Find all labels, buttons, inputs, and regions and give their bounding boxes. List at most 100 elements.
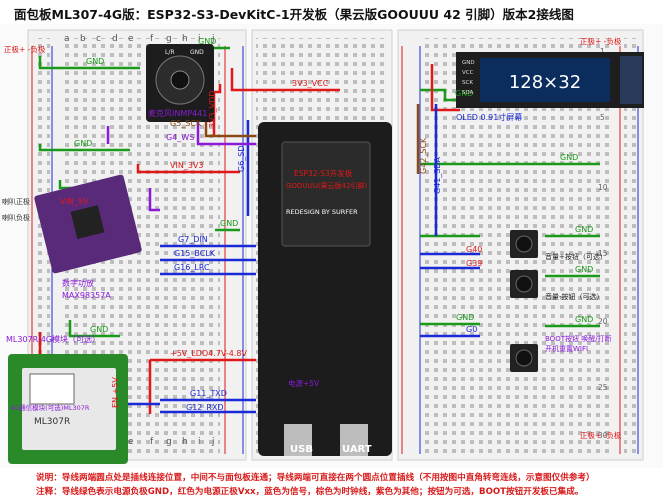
col-letter: j — [211, 34, 215, 44]
rail-label-left: 正极+ -负极 — [4, 44, 46, 54]
col-letter: d — [112, 34, 118, 44]
row-number: 30 — [598, 431, 608, 440]
col-letter: h — [182, 437, 188, 447]
row-numbers: 1 5 10 15 20 25 30 — [598, 47, 608, 440]
signal-wires — [100, 104, 480, 414]
power-label: G40 — [466, 245, 482, 254]
oled-caption: OLED 0.91寸屏幕 — [456, 112, 522, 122]
row-number: 10 — [598, 183, 608, 192]
note-line-1: 说明：导线两端圆点处是插线连接位置，中间不与面包板连通；导线两端可直接在两个圆点… — [36, 473, 595, 483]
esp32-label-1: ESP32-S3开发板 — [294, 168, 353, 178]
col-letter: g — [166, 437, 172, 447]
col-letter: a — [64, 34, 70, 44]
oled-pin-labels: GND VCC SCK SDA — [462, 60, 475, 96]
microphone-module — [146, 44, 214, 122]
rail-label-right-bottom: 正极+ -负极 — [580, 430, 622, 440]
button-caption-boot: BOOT按钮 唤醒/打断 开机重置WIFI — [545, 335, 612, 353]
button-volume-down[interactable] — [510, 270, 538, 298]
mic-caption: 麦克风INMP441 — [148, 108, 207, 118]
oled-pin-label: SCK — [462, 80, 473, 86]
power-label: 3V3_VCC — [292, 79, 329, 88]
clock-label: G42_SCK — [419, 137, 428, 174]
gnd-label: GND — [455, 89, 473, 98]
power-label: VIN_3V3 — [170, 161, 203, 170]
oled-display-text: 128×32 — [509, 72, 581, 93]
row-number: 1 — [600, 47, 605, 56]
amp-side-label: 喇叭正极 — [2, 197, 30, 206]
col-letter: j — [211, 437, 215, 447]
note-line-2: 注释：导线绿色表示电源负极GND，红色为电源正极Vxx，蓝色为信号，棕色为时钟线… — [36, 487, 584, 497]
module-4g — [8, 354, 128, 464]
button-caption-volume-up: 音量+按钮（可选） — [545, 253, 607, 261]
col-letter: f — [150, 34, 154, 44]
other-label-group: G4_WS — [166, 133, 194, 142]
wiring-diagram: a b c d e f g h i j a b c d e f g h i j … — [0, 24, 663, 468]
uart-label: UART — [342, 444, 372, 455]
esp32-board — [258, 122, 392, 456]
gnd-label: GND — [575, 225, 593, 234]
gnd-label: GND — [220, 219, 238, 228]
module4g-chip-text: ML307R — [34, 417, 70, 427]
other-label: G4_WS — [166, 133, 194, 142]
clock-label: G5_SCK — [170, 119, 202, 128]
mic-pin-label: L/R — [165, 49, 175, 56]
gnd-label-group: GND GND GND GND GND GND GND GND GND GND … — [74, 37, 593, 334]
power-label: 3V3_VDD — [208, 91, 217, 128]
column-letters-top: a b c d e f g h i j — [64, 34, 215, 44]
oled-pin-label: SDA — [462, 90, 474, 96]
signal-label: G11_TXD — [190, 389, 227, 398]
signal-label: G16_LRC — [174, 263, 210, 272]
gnd-label: GND — [456, 313, 474, 322]
oled-display — [456, 52, 644, 108]
col-letter: g — [166, 34, 172, 44]
oled-pin-label: GND — [462, 60, 475, 66]
gnd-label: GND — [74, 139, 92, 148]
signal-label: G41_SDA — [433, 157, 442, 194]
rail-holes-right — [624, 38, 638, 456]
col-letter: c — [96, 34, 101, 44]
signal-label: G15_BCLK — [174, 249, 216, 258]
col-letter: e — [128, 437, 134, 447]
col-letter: i — [198, 437, 201, 447]
button-volume-up[interactable] — [510, 230, 538, 258]
mic-pin-label: GND — [190, 49, 204, 56]
signal-label: G7_DIN — [178, 235, 208, 244]
rail-label-right: 正极+ -负极 — [580, 36, 622, 46]
col-letter: b — [80, 34, 86, 44]
signal-label-group: G6_SD G41_SDA G7_DIN G15_BCLK G16_LRC G0… — [174, 145, 477, 412]
esp32-rail-note: 电源+5V — [288, 378, 320, 388]
row-number: 15 — [598, 249, 608, 258]
amp-side-label: 喇叭负极 — [2, 213, 30, 222]
oled-pin-label: VCC — [462, 70, 474, 76]
gnd-label: GND — [575, 265, 593, 274]
module4g-inner-text: 4G通信模块(可选)ML307R — [10, 403, 90, 412]
module4g-caption: ML307R-4G模块（可选） — [6, 334, 100, 344]
power-label: EN +5V — [111, 377, 120, 408]
row-number: 25 — [598, 383, 608, 392]
signal-label: G12_RXD — [186, 403, 224, 412]
gnd-label: GND — [575, 315, 593, 324]
clock-label-group: G5_SCK G42_SCK — [170, 119, 428, 174]
signal-label: G0 — [466, 325, 477, 334]
gnd-label: GND — [560, 153, 578, 162]
row-number: 5 — [600, 113, 605, 122]
signal-label: G6_SD — [237, 145, 246, 172]
esp32-label-3: REDESIGN BY SURFER — [286, 208, 358, 216]
button-boot[interactable] — [510, 344, 538, 372]
amp-caption: MAX98357A — [62, 291, 111, 300]
power-label: +5V_LDO4.7V-4.8V — [170, 349, 248, 358]
page-title: 面包板ML307-4G版：ESP32-S3-DevKitC-1开发板（果云版GO… — [14, 7, 574, 22]
col-letter: f — [150, 437, 154, 447]
row-number: 20 — [598, 317, 608, 326]
button-caption-volume-down: 音量-按钮（可选） — [545, 293, 604, 301]
gnd-label: GND — [198, 37, 216, 46]
amp-caption: 数字功放 — [62, 278, 94, 288]
mic-pin-labels: L/R GND — [165, 49, 204, 56]
col-letter: h — [182, 34, 188, 44]
esp32-label-2: GOOUUU(果云版42引脚) — [286, 181, 367, 190]
power-label: G39 — [466, 259, 482, 268]
amplifier-board — [34, 174, 142, 274]
power-label-group: 3V3_VCC VIN_3V3 3V3_VDD +5V_LDO4.7V-4.8V… — [60, 79, 482, 408]
power-label: VIN_5V — [60, 197, 89, 206]
gnd-label: GND — [90, 325, 108, 334]
